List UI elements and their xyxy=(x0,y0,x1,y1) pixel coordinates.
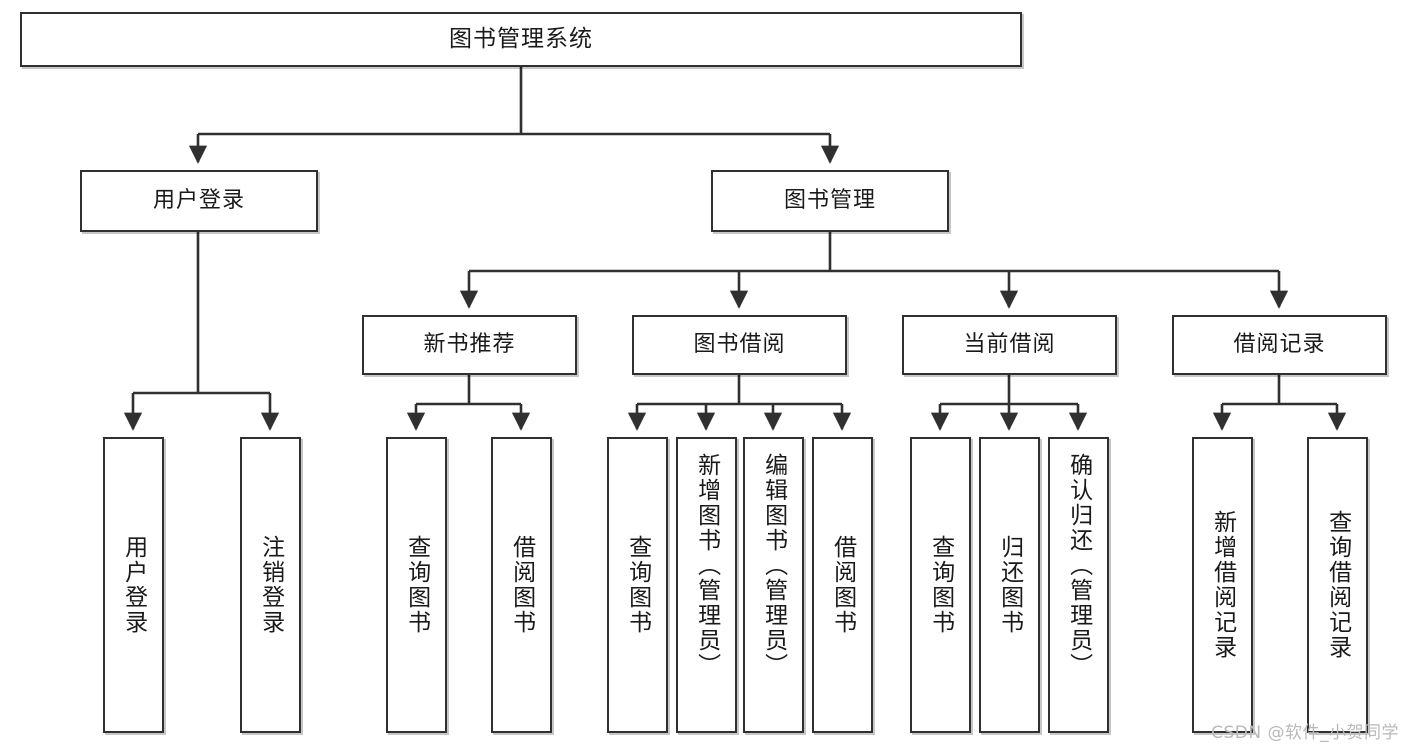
node-leaf-return-book-label: 归还图书 xyxy=(996,535,1023,635)
node-leaf-user-login-label: 用户登录 xyxy=(120,535,147,635)
node-book-manage-label: 图书管理 xyxy=(783,187,876,213)
node-new-book-rec[interactable]: 新书推荐 xyxy=(362,315,577,375)
node-borrow-record[interactable]: 借阅记录 xyxy=(1172,315,1387,375)
node-leaf-borrow-book-1[interactable]: 借阅图书 xyxy=(491,437,552,733)
node-leaf-query-record-label: 查询借阅记录 xyxy=(1324,510,1351,660)
node-leaf-add-book[interactable]: 新增图书（管理员） xyxy=(676,437,737,733)
node-leaf-confirm-return-label: 确认归还（管理员） xyxy=(1065,453,1092,678)
node-current-borrow[interactable]: 当前借阅 xyxy=(902,315,1117,375)
node-user-login[interactable]: 用户登录 xyxy=(80,170,318,232)
node-leaf-query-record[interactable]: 查询借阅记录 xyxy=(1307,437,1368,733)
node-leaf-return-book[interactable]: 归还图书 xyxy=(979,437,1040,733)
node-leaf-borrow-book-2[interactable]: 借阅图书 xyxy=(812,437,873,733)
node-leaf-query-book-2-label: 查询图书 xyxy=(624,535,651,635)
node-leaf-add-record[interactable]: 新增借阅记录 xyxy=(1192,437,1253,733)
node-root-label: 图书管理系统 xyxy=(449,25,593,52)
node-new-book-rec-label: 新书推荐 xyxy=(423,331,516,357)
node-leaf-query-book-3-label: 查询图书 xyxy=(927,535,954,635)
node-leaf-query-book-3[interactable]: 查询图书 xyxy=(910,437,971,733)
node-leaf-logout-label: 注销登录 xyxy=(257,535,284,635)
node-book-borrow[interactable]: 图书借阅 xyxy=(632,315,847,375)
node-leaf-borrow-book-1-label: 借阅图书 xyxy=(508,535,535,635)
node-book-borrow-label: 图书借阅 xyxy=(693,331,786,357)
node-leaf-edit-book-label: 编辑图书（管理员） xyxy=(760,453,787,678)
node-leaf-user-login[interactable]: 用户登录 xyxy=(103,437,164,733)
node-user-login-label: 用户登录 xyxy=(152,187,245,213)
node-leaf-query-book-2[interactable]: 查询图书 xyxy=(607,437,668,733)
node-borrow-record-label: 借阅记录 xyxy=(1233,331,1326,357)
node-current-borrow-label: 当前借阅 xyxy=(963,331,1056,357)
node-leaf-confirm-return[interactable]: 确认归还（管理员） xyxy=(1048,437,1109,733)
node-leaf-query-book-1[interactable]: 查询图书 xyxy=(386,437,447,733)
node-leaf-edit-book[interactable]: 编辑图书（管理员） xyxy=(743,437,804,733)
node-leaf-logout[interactable]: 注销登录 xyxy=(240,437,301,733)
node-root[interactable]: 图书管理系统 xyxy=(20,12,1022,67)
node-book-manage[interactable]: 图书管理 xyxy=(711,170,949,232)
node-leaf-add-record-label: 新增借阅记录 xyxy=(1209,510,1236,660)
node-leaf-add-book-label: 新增图书（管理员） xyxy=(693,453,720,678)
node-leaf-query-book-1-label: 查询图书 xyxy=(403,535,430,635)
node-leaf-borrow-book-2-label: 借阅图书 xyxy=(829,535,856,635)
